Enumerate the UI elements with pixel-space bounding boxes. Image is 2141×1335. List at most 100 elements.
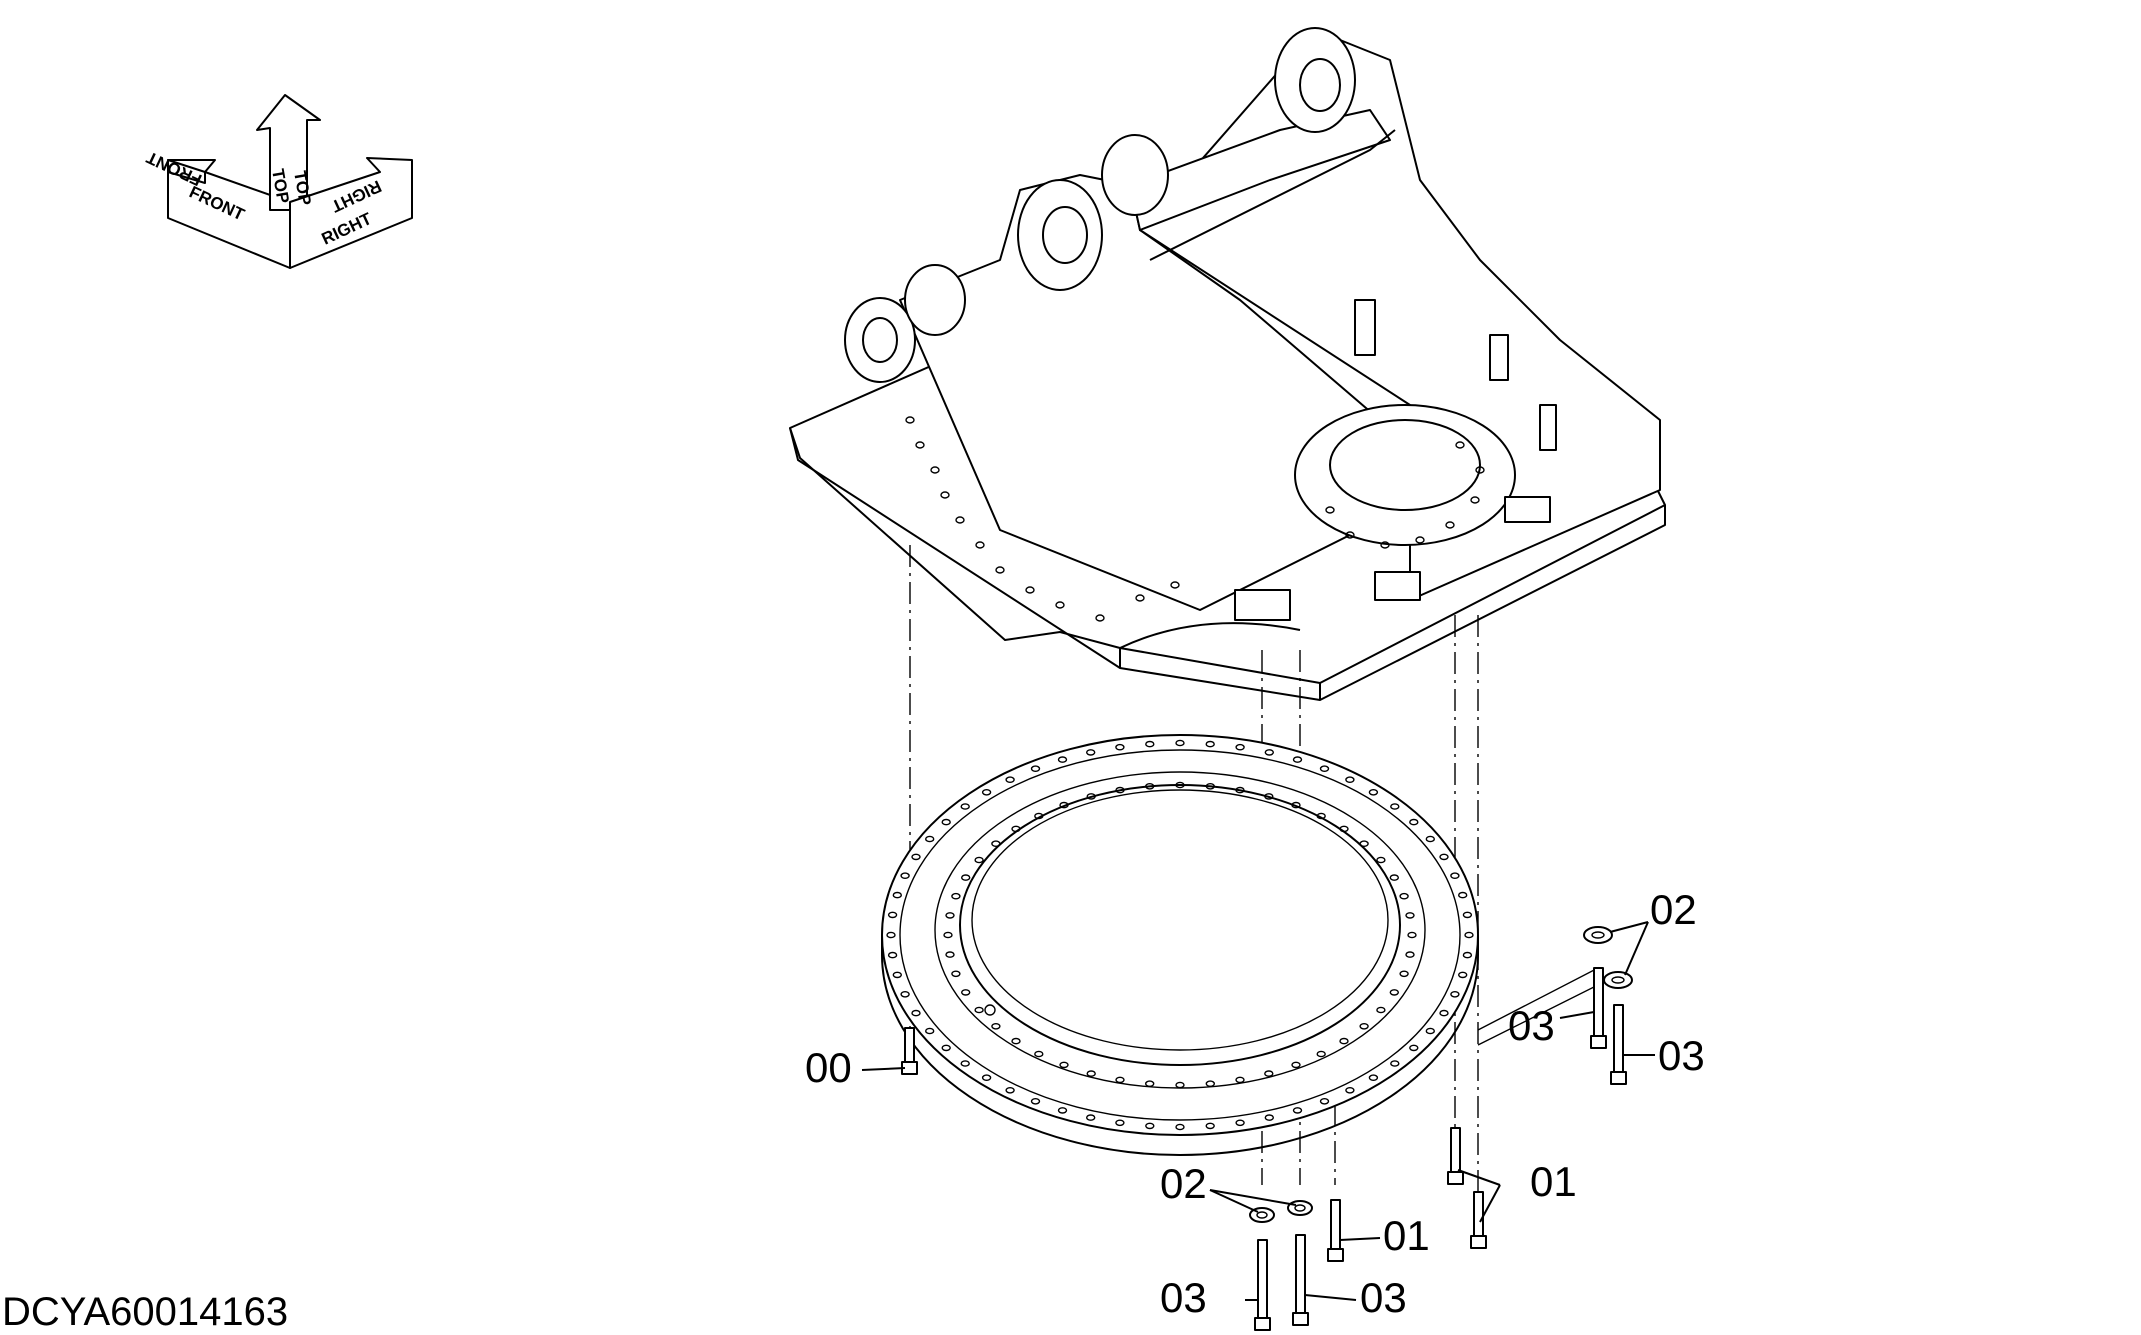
ring-hole [1316,812,1326,820]
ring-hole [1359,1023,1369,1030]
ring-hole [1405,912,1415,919]
ring-hole [1030,1098,1041,1105]
callout-03-bottom-right: 03 [1360,1274,1407,1321]
ring-hole [1264,749,1275,756]
ring-hole [1292,756,1303,763]
ring-hole [1144,783,1155,790]
ring-hole [1345,776,1355,784]
ring-hole [886,931,896,939]
leader-lines [861,921,1655,1301]
ring-hole [1057,756,1068,763]
ring-hole [981,1074,992,1081]
ring-hole [1457,971,1468,979]
ring-hole [1175,1081,1185,1089]
ring-hole [1409,818,1419,826]
ring-hole [1339,825,1349,833]
ring-hole [1144,1080,1155,1087]
ring-hole [1235,1076,1245,1084]
ring-hole [1376,856,1386,864]
callout-03-right-left: 03 [1508,1002,1555,1049]
ring-hole [1235,786,1245,794]
ring-hole [1359,840,1369,848]
ring-hole [941,1044,951,1052]
ring-hole [1205,1122,1215,1130]
ring-hole [1376,1006,1386,1014]
ring-hole [1399,970,1409,978]
ring-hole [951,892,961,900]
document-id: DCYA60014163 [2,1290,288,1334]
bolt [1327,1199,1344,1262]
bolt [1447,1127,1464,1185]
callout-02-bottom: 02 [1160,1160,1207,1207]
ring-hole [1319,1098,1330,1105]
ring-hole [1389,874,1400,881]
ring-hole [892,971,902,979]
ring-hole [1030,765,1041,773]
ring-hole [1450,872,1460,880]
ring-hole [1390,803,1400,810]
ring-hole [1115,1119,1125,1127]
callout-01-middle: 01 [1383,1212,1430,1259]
washer [1287,1200,1313,1216]
ring-hole [981,789,992,796]
ring-hole [991,840,1001,848]
ring-hole [1291,801,1301,809]
ring-hole [1059,1061,1069,1069]
bolt [1292,1234,1309,1326]
ring-hole [1005,776,1015,784]
ring-hole [1175,739,1185,747]
bolt [1470,1191,1487,1249]
ring-hole [1145,1122,1155,1130]
ring-hole [1145,740,1155,748]
ring-hole [960,1060,970,1067]
ring-hole [1292,1107,1303,1114]
ring-hole [925,835,935,843]
ring-hole [1115,1076,1125,1084]
ring-hole [1264,1114,1275,1121]
ring-hole [925,1027,935,1035]
ring-hole [1034,812,1044,820]
ring-hole [943,931,953,939]
ring-hole [974,1006,984,1014]
ring-hole [1407,931,1417,939]
washer [1583,926,1613,944]
ring-hole [945,951,955,958]
ring-hole [1316,1050,1326,1058]
ring-hole [911,1009,921,1017]
ring-hole [1086,793,1096,800]
swing-bearing-ring [881,734,1479,1156]
ring-hole [1011,825,1021,833]
ring-hole [900,991,910,998]
callout-01-right: 01 [1530,1158,1577,1205]
ring-hole [1059,801,1069,809]
ring-hole [1439,853,1449,861]
ring-hole [1450,991,1460,998]
upper-frame [789,27,1666,701]
ring-hole [1319,765,1330,773]
ring-hole [1085,1114,1096,1121]
ring-hole [951,970,961,978]
bolt [1254,1239,1271,1331]
ring-hole [1390,1060,1400,1067]
ring-hole [1425,1027,1436,1035]
ring-hole [960,803,970,810]
ring-hole [911,853,921,861]
callout-03-bottom-left: 03 [1160,1274,1207,1321]
callout-00: 00 [805,1044,852,1091]
ring-hole [1345,1087,1355,1094]
ring-hole [1405,951,1415,958]
ring-hole [991,1023,1001,1030]
ring-hole [1086,1070,1096,1077]
ring-hole [1085,749,1096,756]
ring-hole [1175,781,1185,789]
ring-hole [1011,1037,1021,1045]
ring-hole [887,911,898,919]
ring-hole [1457,891,1468,899]
ring-hole [961,989,971,996]
ring-hole [1205,1080,1216,1087]
ring-hole [974,856,984,864]
ring-hole [1205,783,1216,790]
ring-hole [900,872,910,880]
orientation-indicator: FRONT FRONT TOP TOP RIGHT RIGHT [143,94,413,269]
ring-hole [1368,1074,1379,1081]
